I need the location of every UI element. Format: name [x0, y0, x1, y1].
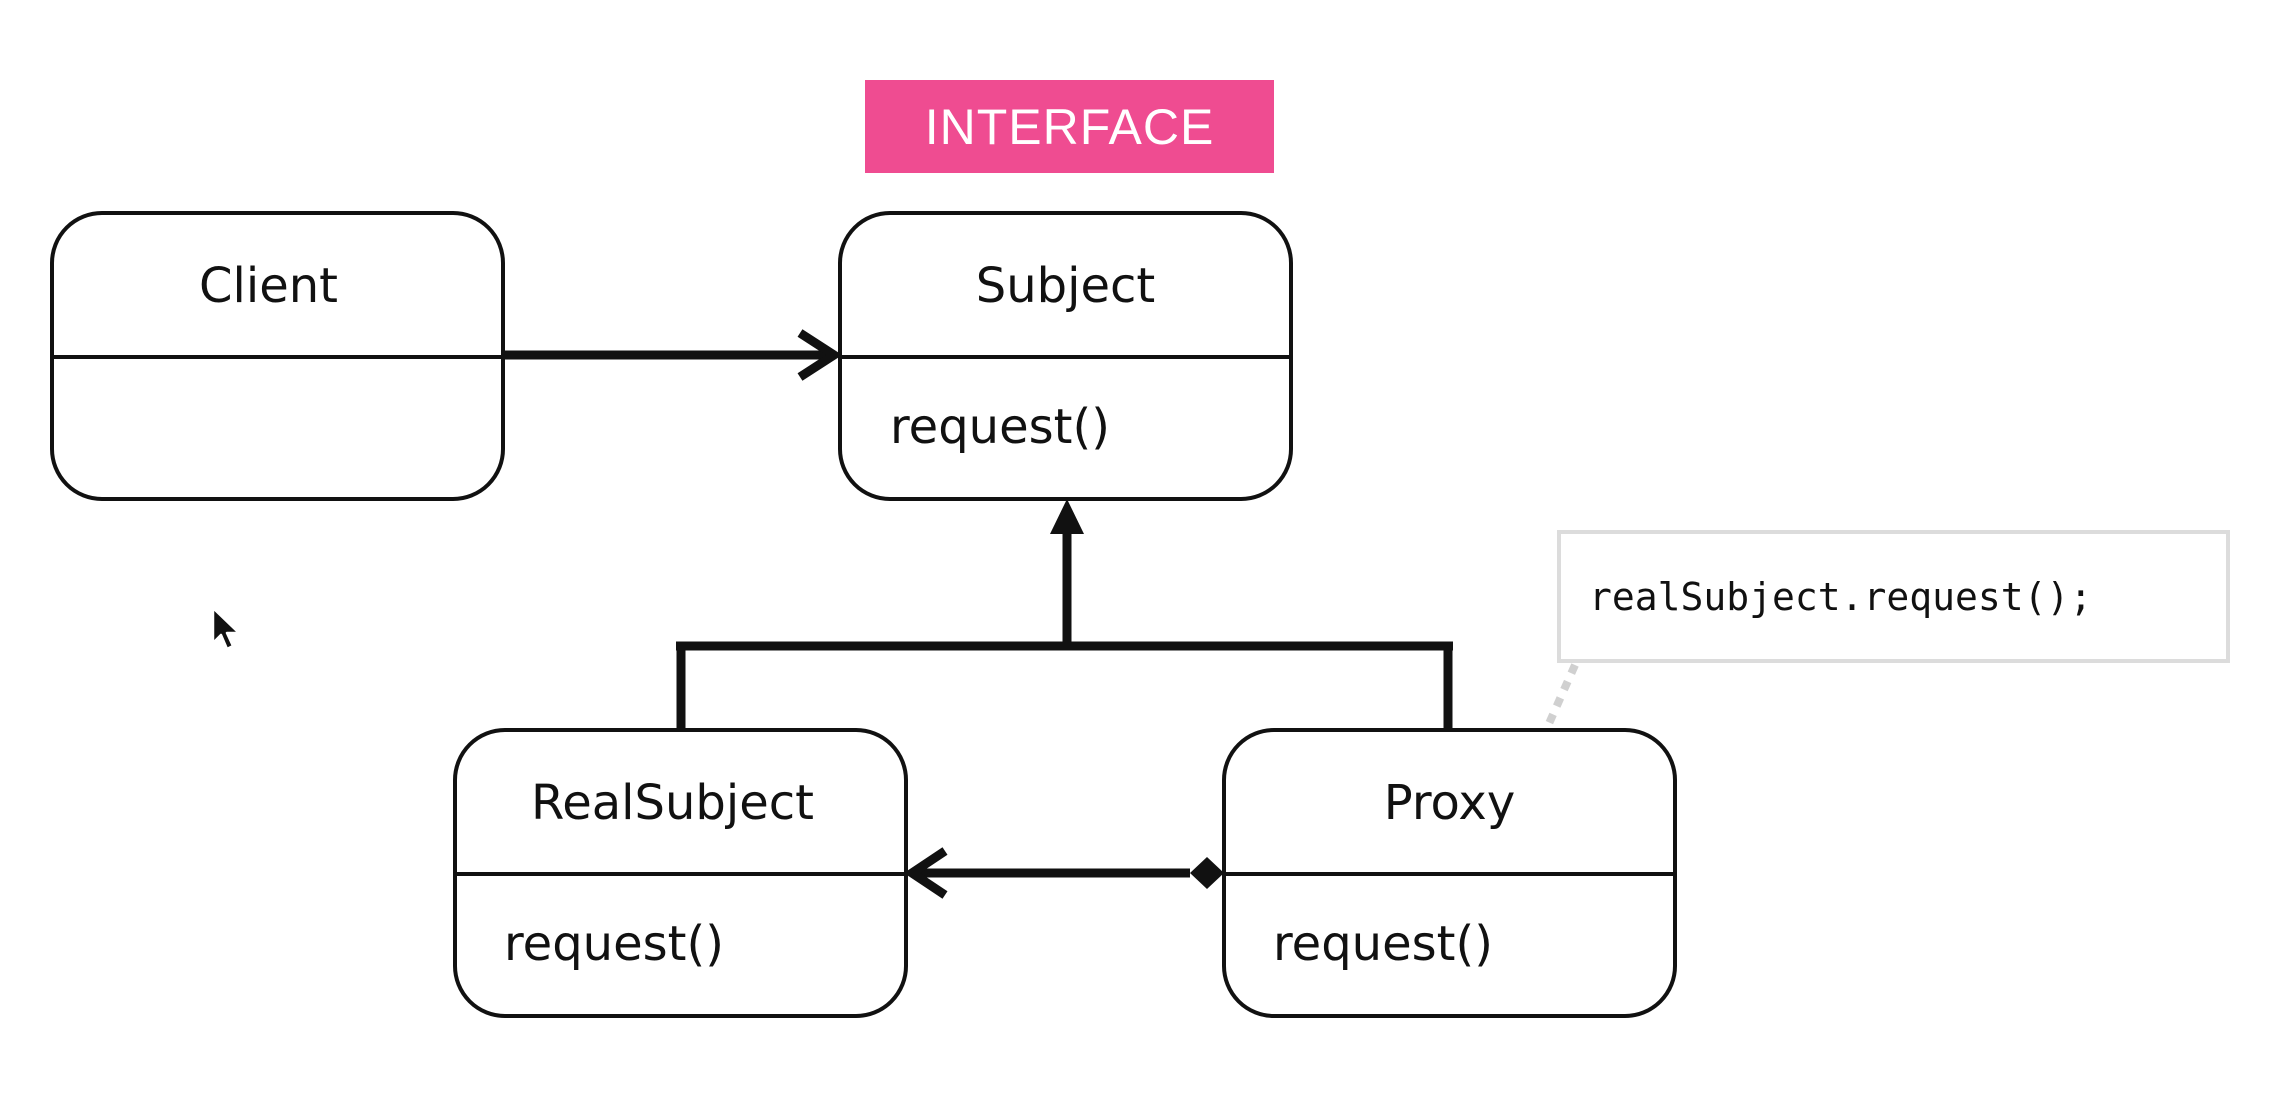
class-realsubject-method: request() [504, 916, 724, 972]
class-subject: Subject request() [838, 211, 1293, 501]
class-proxy-divider [1226, 872, 1673, 876]
class-realsubject: RealSubject request() [453, 728, 908, 1018]
class-subject-name: Subject [975, 258, 1156, 314]
class-realsubject-divider [457, 872, 904, 876]
class-realsubject-name: RealSubject [531, 775, 814, 831]
client-subject-association [505, 329, 843, 381]
code-note-text: realSubject.request(); [1589, 574, 2093, 619]
composition-diamond-icon [1190, 857, 1224, 889]
proxy-realsubject-composition [903, 847, 1224, 899]
code-note: realSubject.request(); [1557, 530, 2230, 663]
interface-badge: INTERFACE [865, 80, 1274, 173]
realization-connector [676, 499, 1453, 729]
mouse-pointer-icon [211, 606, 241, 651]
class-proxy-name: Proxy [1383, 775, 1516, 831]
class-client-divider [54, 355, 501, 359]
class-proxy: Proxy request() [1222, 728, 1677, 1018]
class-client: Client [50, 211, 505, 501]
class-subject-method: request() [890, 399, 1110, 455]
class-client-name: Client [199, 258, 338, 314]
class-subject-divider [842, 355, 1289, 359]
class-proxy-method: request() [1273, 916, 1493, 972]
